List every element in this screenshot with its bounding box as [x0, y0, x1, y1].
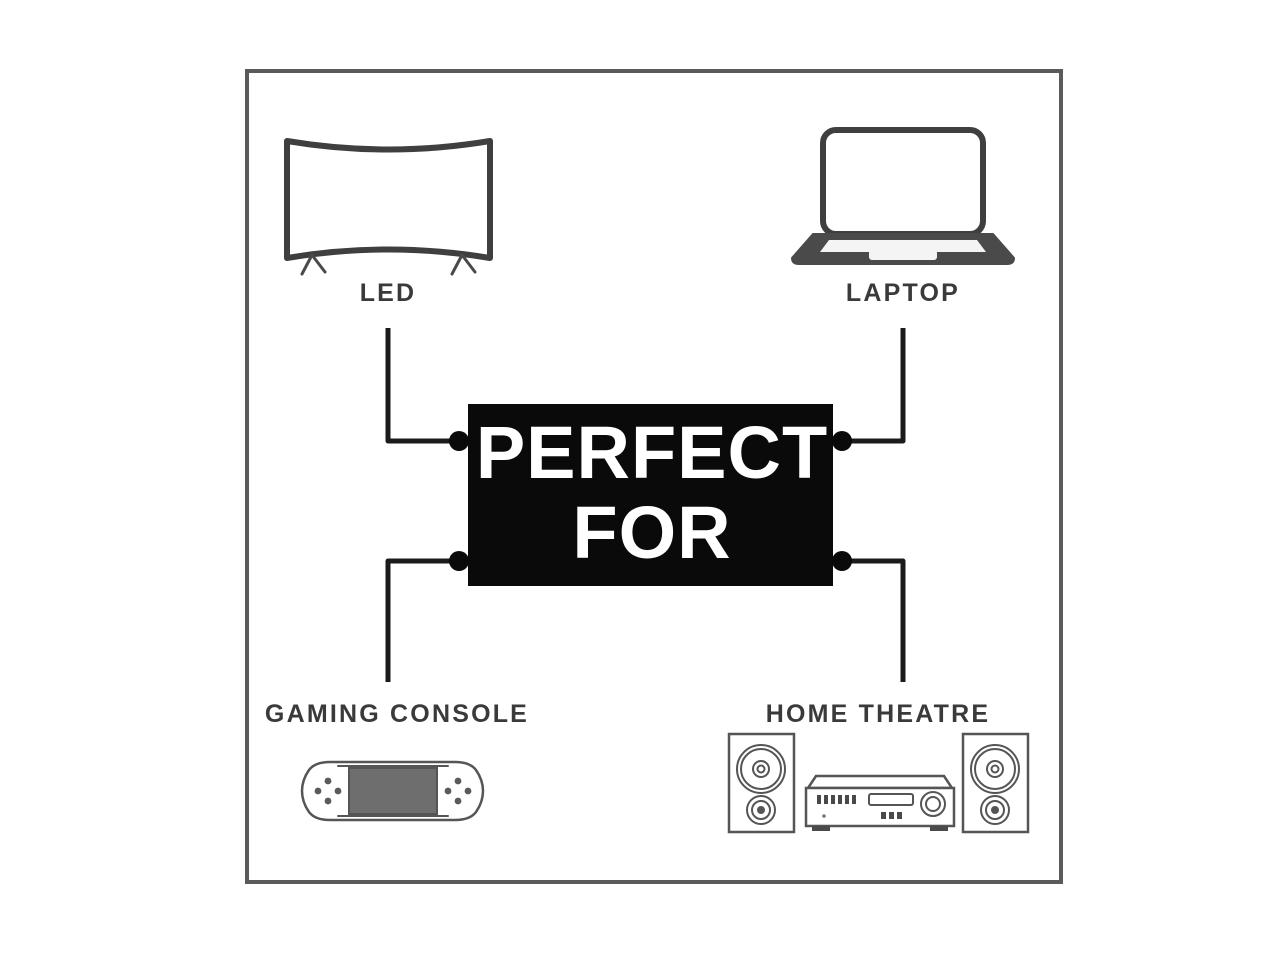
- speaker-right-tweeter-dot: [991, 806, 999, 814]
- receiver-bar-2: [824, 795, 828, 804]
- center-text-line1: PERFECT: [476, 411, 828, 494]
- console-button-right-left: [444, 787, 452, 795]
- console-button-left-down: [324, 797, 332, 805]
- receiver-knob-inner: [925, 796, 941, 812]
- console-button-left-right: [334, 787, 342, 795]
- receiver-bar-5: [845, 795, 849, 804]
- center-callout: PERFECT FOR: [468, 404, 833, 586]
- console-button-right-up: [454, 777, 462, 785]
- receiver-smallbutton-3: [897, 812, 902, 819]
- laptop-keyboard-strip: [820, 240, 986, 252]
- connector-home-theatre: [846, 558, 906, 682]
- label-home-theatre: HOME THEATRE: [766, 700, 991, 728]
- speaker-right-cabinet: [961, 732, 1030, 834]
- connector-gaming-console: [385, 558, 455, 682]
- home-theatre-icon: [727, 732, 1030, 834]
- laptop-trackpad: [869, 250, 937, 260]
- speaker-right-woofer-ring-mid: [974, 748, 1016, 790]
- handheld-console-icon: [300, 760, 485, 822]
- receiver-foot-left: [812, 826, 830, 831]
- speaker-left-cabinet: [727, 732, 796, 834]
- speaker-right-woofer-ring-outer: [970, 744, 1020, 794]
- tv-leg-right: [450, 253, 477, 276]
- speaker-left-woofer-ring-mid: [740, 748, 782, 790]
- tv-leg-left: [300, 253, 327, 276]
- laptop-icon: [791, 127, 1015, 265]
- speaker-left: [727, 732, 796, 834]
- speaker-right-woofer-dot: [990, 764, 1000, 774]
- node-laptop: LAPTOP: [791, 127, 1015, 307]
- av-receiver: [804, 774, 956, 831]
- receiver-bar-3: [831, 795, 835, 804]
- receiver-smallbutton-1: [881, 812, 886, 819]
- receiver-indicator-led: [822, 814, 826, 818]
- receiver-knob-outer: [920, 791, 946, 817]
- speaker-left-woofer-center: [752, 760, 770, 778]
- speaker-right-tweeter-ring-outer: [980, 795, 1010, 825]
- center-box-background: [468, 404, 833, 586]
- connector-group: [385, 328, 906, 682]
- connector-dot-top-left: [449, 431, 469, 451]
- connector-dot-bottom-right: [832, 551, 852, 571]
- label-led: LED: [360, 279, 417, 307]
- speaker-left-tweeter-dot: [757, 806, 765, 814]
- speaker-left-woofer-ring-outer: [736, 744, 786, 794]
- center-text-line2: FOR: [572, 491, 731, 574]
- speaker-left-tweeter-ring-outer: [746, 795, 776, 825]
- console-button-left-up: [324, 777, 332, 785]
- receiver-foot-right: [930, 826, 948, 831]
- connector-dot-bottom-left: [449, 551, 469, 571]
- label-laptop: LAPTOP: [846, 279, 960, 307]
- curved-tv-icon: [284, 138, 493, 276]
- receiver-bar-4: [838, 795, 842, 804]
- receiver-display: [868, 793, 914, 806]
- node-gaming-console: GAMING CONSOLE: [265, 700, 529, 822]
- console-screen: [348, 767, 438, 815]
- receiver-top-panel: [805, 774, 955, 790]
- connector-dot-top-right: [832, 431, 852, 451]
- console-button-left-left: [314, 787, 322, 795]
- speaker-right-woofer-center: [986, 760, 1004, 778]
- console-button-right-right: [464, 787, 472, 795]
- speaker-left-tweeter-ring-mid: [751, 800, 771, 820]
- node-led: LED: [284, 138, 493, 307]
- tv-screen-outline: [284, 138, 493, 261]
- console-button-right-down: [454, 797, 462, 805]
- node-home-theatre: HOME THEATRE: [727, 700, 1030, 834]
- receiver-bar-1: [817, 795, 821, 804]
- speaker-left-woofer-dot: [756, 764, 766, 774]
- receiver-bar-6: [852, 795, 856, 804]
- label-gaming-console: GAMING CONSOLE: [265, 700, 529, 728]
- connector-led: [385, 328, 455, 444]
- connector-laptop: [846, 328, 906, 444]
- speaker-right: [961, 732, 1030, 834]
- speaker-right-tweeter-ring-mid: [985, 800, 1005, 820]
- receiver-smallbutton-2: [889, 812, 894, 819]
